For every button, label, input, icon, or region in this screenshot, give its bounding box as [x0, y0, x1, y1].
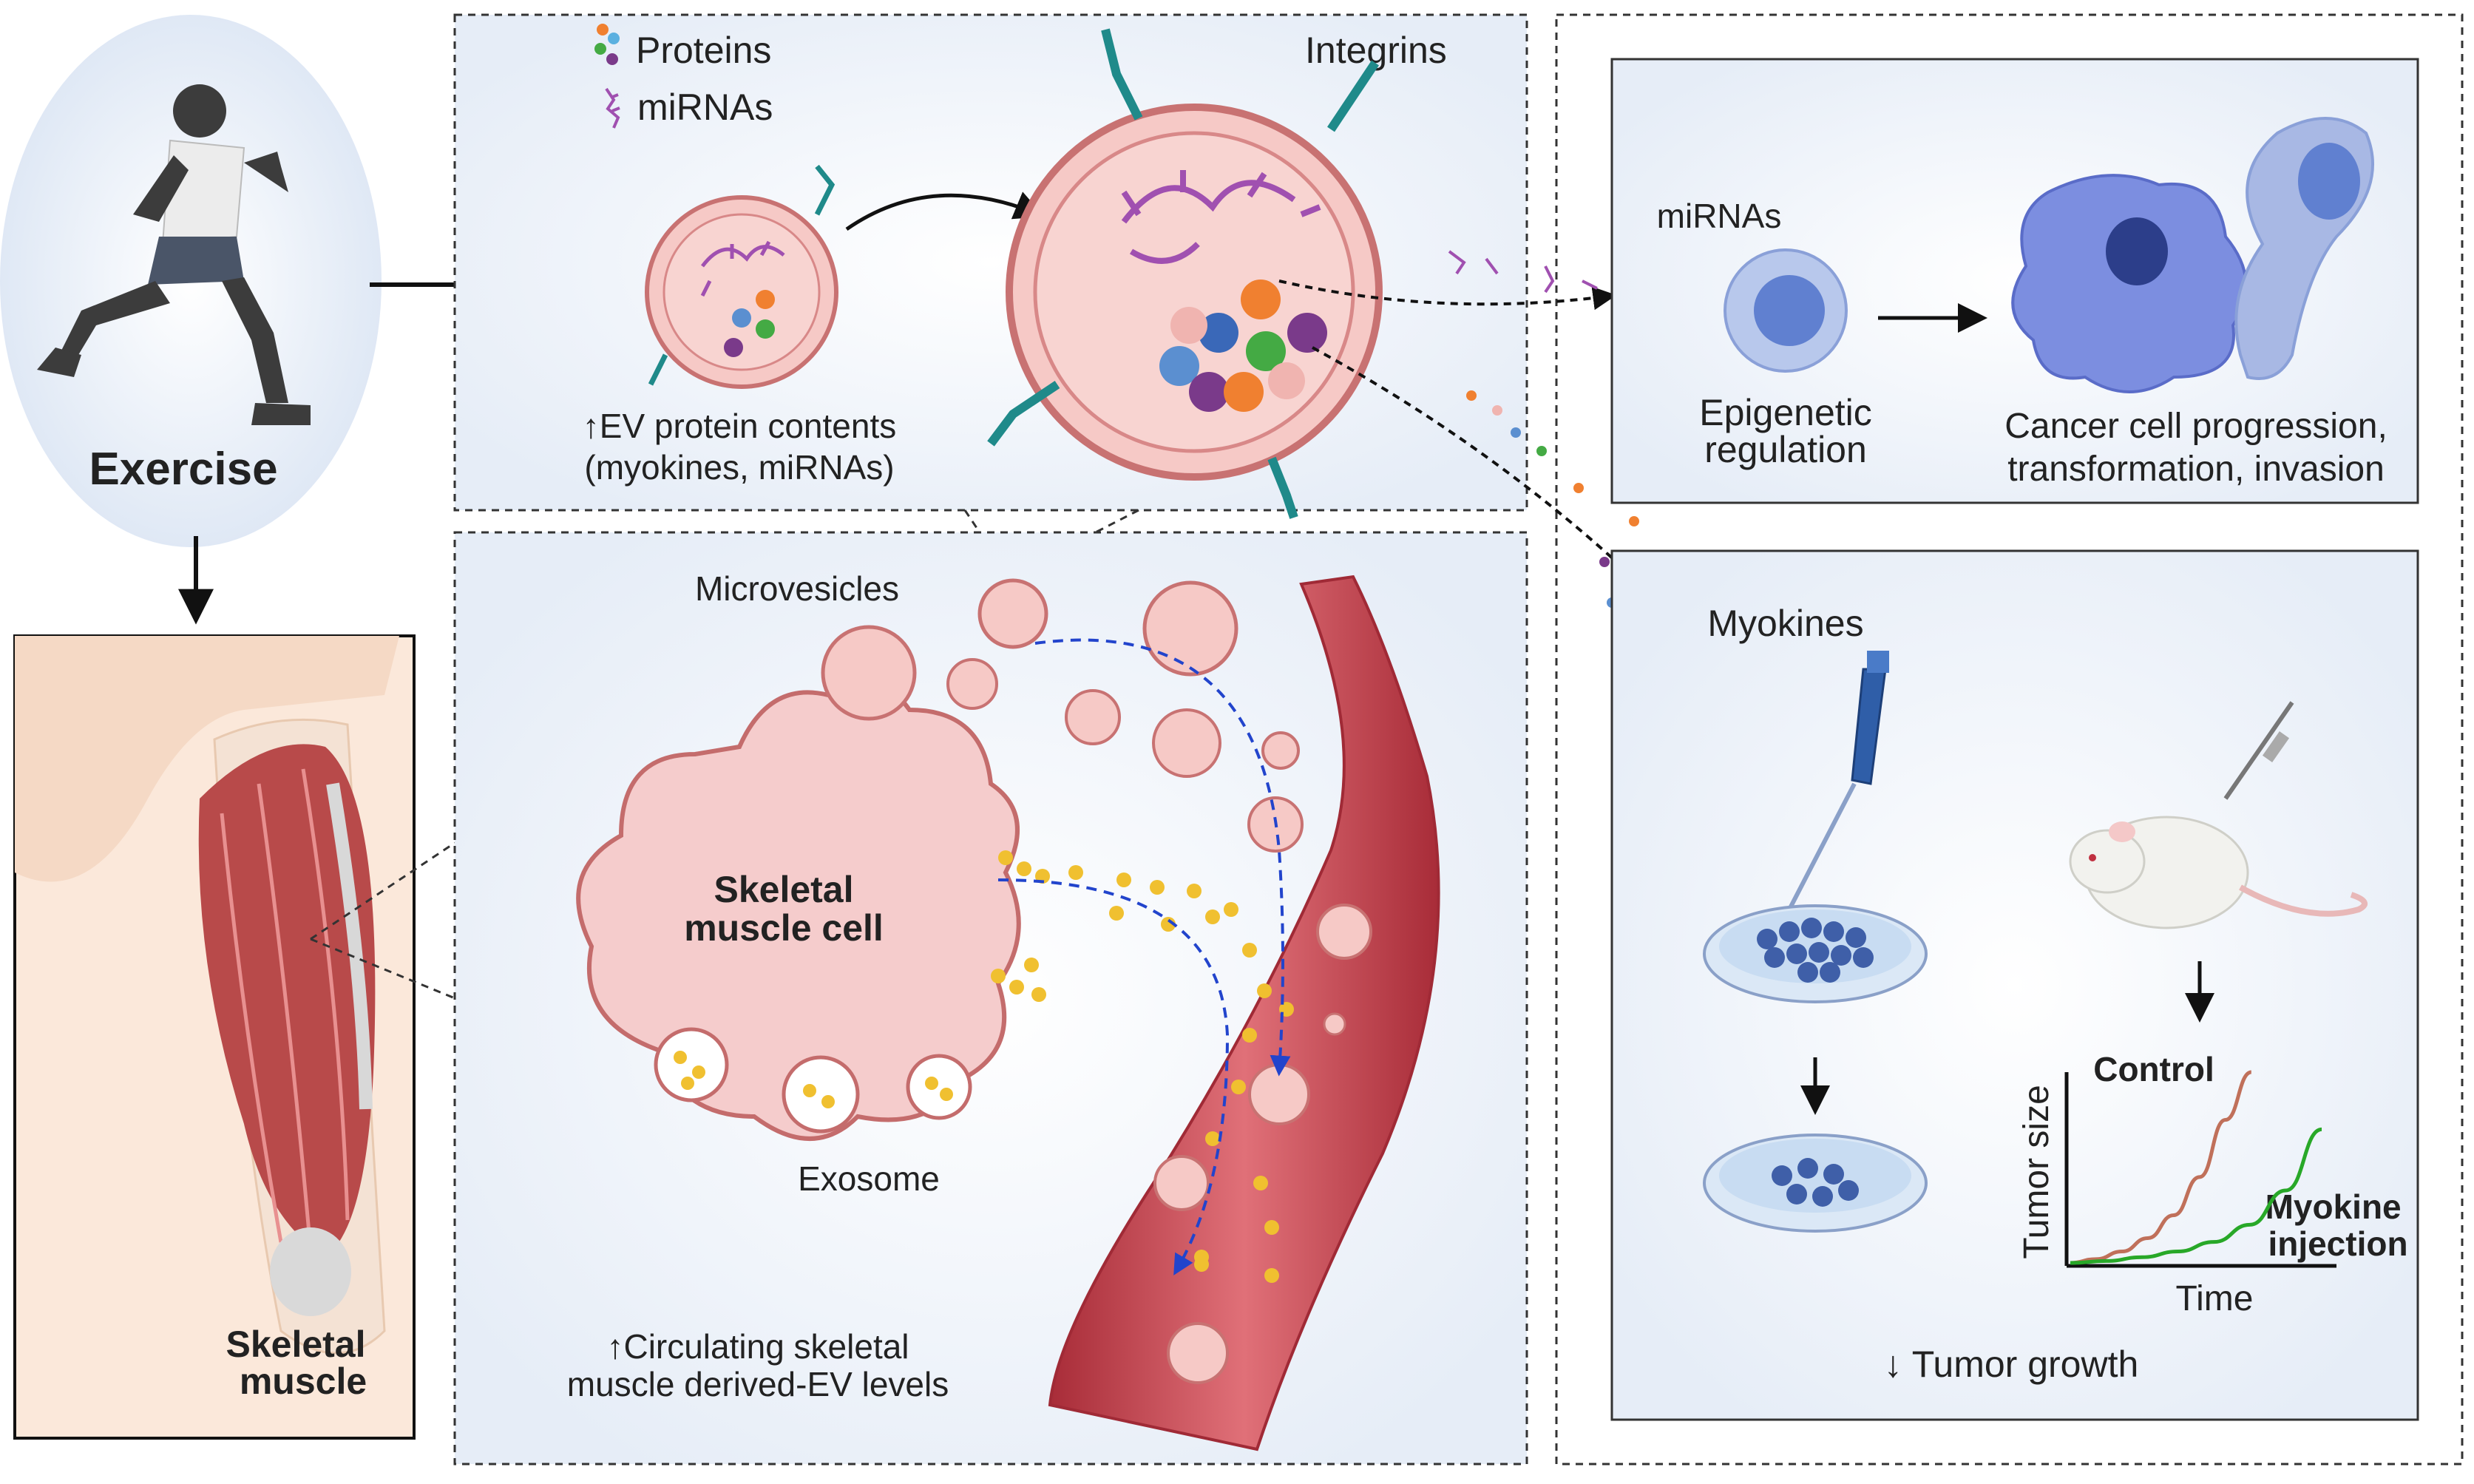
- microvesicles-label: Microvesicles: [695, 569, 899, 608]
- myokine-panel: Myokines: [1610, 549, 2419, 1421]
- large-vesicle-protein: [1287, 313, 1327, 353]
- microvesicle: [977, 578, 1048, 649]
- vesicle-protein: [756, 319, 775, 339]
- vesicle-protein: [756, 290, 775, 309]
- cancer-cell-icon: [2011, 117, 2374, 393]
- skeletal-muscle-cell: [576, 677, 1021, 1141]
- exosome-path-arrow: [997, 878, 1230, 1275]
- petri-dish-before-icon: [1703, 904, 1928, 1003]
- skeletal-muscle-label-2: muscle: [240, 1361, 367, 1402]
- chart-y-label: Tumor size: [2017, 1085, 2056, 1259]
- exercise-figure: Exercise: [0, 15, 382, 547]
- microvesicle: [1152, 708, 1221, 778]
- hip-region: [15, 636, 399, 882]
- large-vesicle-protein: [1268, 362, 1305, 399]
- control-series-line: [2070, 1070, 2252, 1265]
- protein-legend-icon: [594, 24, 620, 65]
- microvesicle: [1316, 904, 1372, 960]
- microvesicle-group: [821, 578, 1372, 1384]
- proteins-label: Proteins: [636, 30, 771, 71]
- microvesicle: [1261, 731, 1300, 770]
- skeletal-muscle-label-1: Skeletal: [226, 1324, 365, 1365]
- cancer-progression-label-1: Cancer cell progression,: [2004, 407, 2387, 446]
- legend-myokine-line-1: Myokine: [2265, 1187, 2402, 1226]
- circulating-line-2: muscle derived-EV levels: [567, 1365, 949, 1403]
- microvesicle: [1323, 1012, 1346, 1036]
- epigenetic-label-1: Epigenetic: [1699, 392, 1872, 433]
- vesicle-integrin: [648, 353, 668, 386]
- thigh-muscle-icon: [198, 744, 376, 1316]
- large-vesicle-protein: [1159, 346, 1199, 386]
- exosome-label: Exosome: [798, 1159, 940, 1198]
- large-vesicle-integrin: [987, 381, 1060, 447]
- large-vesicle-protein: [1199, 313, 1238, 353]
- ev-contents-panel: Proteins miRNAs Integrins: [453, 13, 1528, 519]
- thigh-panel: Skeletal muscle: [13, 634, 416, 1440]
- endosome-1: [654, 1027, 729, 1102]
- cancer-mirnas-label: miRNAs: [1657, 197, 1782, 235]
- muscle-cell-panel: Skeletal muscle cell Microvesicles Exoso…: [453, 531, 1528, 1466]
- released-mirnas: [1448, 250, 1598, 294]
- legend-myokine-label: Myokine injection: [2265, 1187, 2411, 1263]
- large-vesicle-mirna: [1121, 170, 1321, 264]
- epigenetic-label-2: regulation: [1704, 429, 1867, 470]
- tumor-growth-label: ↓ Tumor growth: [1884, 1344, 2139, 1385]
- vesicle-enlarge-arrow: [845, 192, 1045, 231]
- exercise-label: Exercise: [89, 444, 277, 495]
- exosome-dots: [991, 850, 1294, 1283]
- large-vesicle-integrin: [1327, 60, 1379, 132]
- blood-vessel: [1048, 575, 1440, 1451]
- runner-icon: [37, 84, 311, 425]
- large-vesicle-protein: [1246, 331, 1286, 371]
- chart-x-label: Time: [2176, 1279, 2254, 1318]
- large-vesicle-protein: [1241, 279, 1281, 319]
- vesicle-protein: [732, 308, 751, 328]
- ev-contents-line-1: ↑EV protein contents: [583, 407, 896, 445]
- ev-contents-line-2: (myokines, miRNAs): [584, 448, 894, 487]
- vesicle-protein: [724, 338, 743, 357]
- petri-dish-after-icon: [1703, 1134, 1928, 1233]
- endosome-2: [782, 1055, 860, 1134]
- myokines-label: Myokines: [1707, 603, 1863, 644]
- endosome-3: [906, 1054, 972, 1120]
- legend-control-label: Control: [2093, 1050, 2214, 1088]
- microvesicle: [1248, 1063, 1310, 1125]
- muscle-cell-label-1: Skeletal: [714, 869, 853, 910]
- vesicle-integrin: [814, 164, 836, 216]
- vesicle-mirna: [700, 240, 785, 297]
- microvesicle: [1153, 1155, 1210, 1211]
- normal-cell-nucleus: [1754, 275, 1825, 346]
- microvesicle-path-arrow: [1034, 638, 1291, 1077]
- mirna-release-arrow: [1278, 279, 1617, 311]
- circulating-line-1: ↑Circulating skeletal: [606, 1327, 909, 1366]
- mirna-legend-icon: [605, 87, 620, 129]
- large-vesicle-integrin: [1267, 456, 1298, 519]
- microvesicle: [1142, 580, 1238, 677]
- large-vesicle-integrin: [1101, 28, 1143, 121]
- microvesicle: [1065, 689, 1121, 745]
- tumor-growth-chart: Time Tumor size Control Myokine injectio…: [2017, 1050, 2411, 1318]
- cancer-progression-label-2: transformation, invasion: [2007, 450, 2385, 489]
- large-vesicle: [987, 28, 1383, 519]
- microvesicle: [821, 625, 917, 721]
- pipette-icon: [1787, 651, 1889, 911]
- zoom-line-top: [310, 841, 455, 941]
- cancer-panel: miRNAs Epigenetic regulation Cancer cell…: [1610, 58, 2419, 504]
- legend-myokine-line-2: injection: [2268, 1224, 2407, 1263]
- myokine-series-line: [2070, 1127, 2322, 1265]
- large-vesicle-protein: [1170, 307, 1207, 344]
- large-vesicle-protein: [1224, 372, 1264, 412]
- microvesicle: [1167, 1322, 1229, 1384]
- mirnas-label: miRNAs: [637, 87, 773, 128]
- microvesicle: [946, 658, 998, 710]
- mouse-icon: [2069, 701, 2368, 929]
- large-vesicle-protein: [1189, 372, 1229, 412]
- small-vesicle: [645, 164, 838, 389]
- muscle-cell-label-2: muscle cell: [684, 907, 884, 949]
